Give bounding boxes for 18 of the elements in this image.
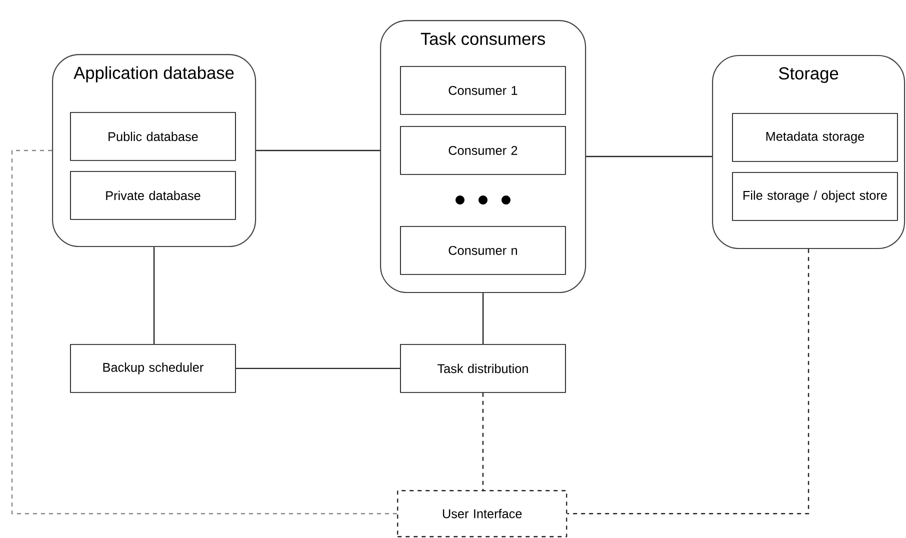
connector-line — [482, 293, 484, 344]
connector-line — [11, 150, 397, 514]
connector-line — [586, 156, 712, 158]
connector-line — [567, 249, 810, 514]
connector-line — [153, 247, 155, 344]
component-box: File storage / object store — [732, 172, 898, 221]
component-box: Consumer n — [400, 226, 566, 275]
component-box: Public database — [70, 112, 236, 161]
component-box: Metadata storage — [732, 113, 898, 162]
component-box: Task distribution — [400, 344, 566, 393]
component-box: Consumer 1 — [400, 66, 566, 115]
component-box: Consumer 2 — [400, 126, 566, 175]
interface-box: User Interface — [397, 490, 568, 538]
connector-line — [256, 150, 380, 152]
component-box: Backup scheduler — [70, 344, 236, 393]
component-box: Private database — [70, 171, 236, 220]
connector-line — [482, 392, 484, 490]
connector-line — [236, 368, 400, 370]
